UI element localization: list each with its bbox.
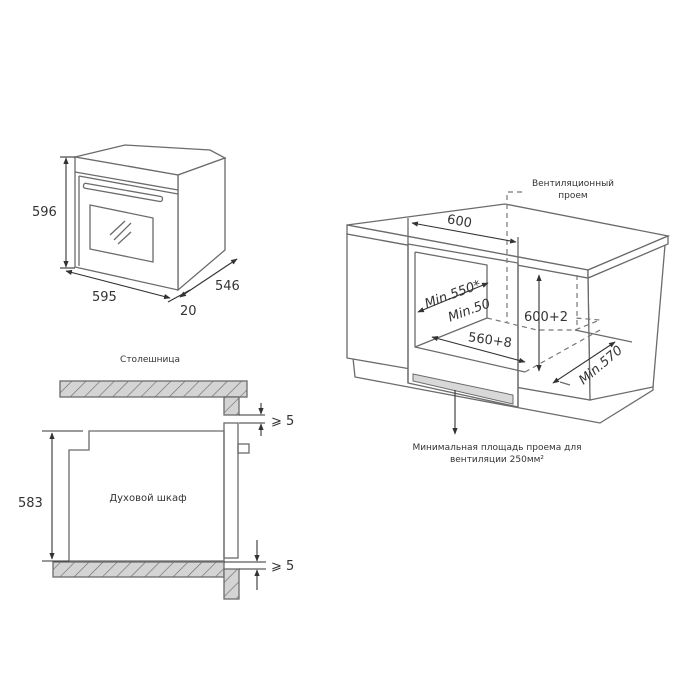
dimension-extension-line: [559, 381, 571, 386]
vent-label-line1: Вентиляционный: [532, 179, 614, 189]
min-cabinet-depth-dimension-line: [552, 341, 616, 384]
upper-panel-section: [223, 396, 240, 416]
countertop-side: [587, 235, 669, 279]
oven-door: [223, 422, 239, 559]
section-height-label: 583: [18, 496, 43, 511]
inner-width-dimension-line: [431, 335, 526, 364]
glass-reflection-line: [109, 220, 126, 236]
vent-label-line2: проем: [558, 191, 587, 201]
countertop-label: Столешница: [120, 355, 180, 365]
width-dimension-line: [65, 269, 171, 300]
countertop-section: [59, 380, 248, 398]
opening-width-dimension-line: [411, 221, 517, 244]
oven-window: [89, 204, 154, 263]
oven-side-face: [177, 157, 226, 292]
glass-reflection-line: [117, 231, 132, 245]
oven-handle: [82, 182, 164, 203]
oven-front-face: [74, 156, 179, 291]
door-depth-label: 20: [180, 304, 197, 319]
shelf-section: [52, 561, 225, 578]
top-gap-label: ⩾ 5: [271, 414, 294, 429]
oven-drawing: 596 595 546 20: [32, 144, 240, 319]
vent-area-line1: Минимальная площадь проема для: [412, 443, 581, 453]
control-panel-line: [74, 171, 179, 191]
oven-width-label: 595: [92, 290, 117, 305]
lower-panel-section: [223, 568, 240, 600]
min-depth-dimension-line: [417, 282, 489, 313]
oven-knob: [237, 443, 250, 454]
dimension-extension-line: [574, 329, 633, 343]
door-top-edge: [78, 175, 179, 195]
oven-label: Духовой шкаф: [109, 493, 186, 504]
oven-height-label: 596: [32, 205, 57, 220]
glass-reflection-line: [113, 222, 132, 241]
cabinet-drawing: Вентиляционный проем 600 Min.550* Min.50…: [346, 179, 671, 465]
bottom-gap-label: ⩾ 5: [271, 559, 294, 574]
vent-area-line2: вентиляции 250мм²: [450, 455, 544, 465]
vent-channel-line: [506, 191, 522, 322]
opening-floor-edge: [414, 317, 488, 348]
inner-width-label: 560+8: [467, 330, 513, 351]
door-depth-dimension-line: [167, 289, 191, 303]
vent-gap: [412, 373, 514, 405]
section-drawing: Столешница Духовой шкаф 583 ⩾ 5 ⩾ 5: [18, 355, 294, 600]
opening-width-label: 600: [446, 212, 473, 231]
oven-depth-label: 546: [215, 279, 240, 294]
opening-height-label: 600+2: [524, 310, 568, 325]
